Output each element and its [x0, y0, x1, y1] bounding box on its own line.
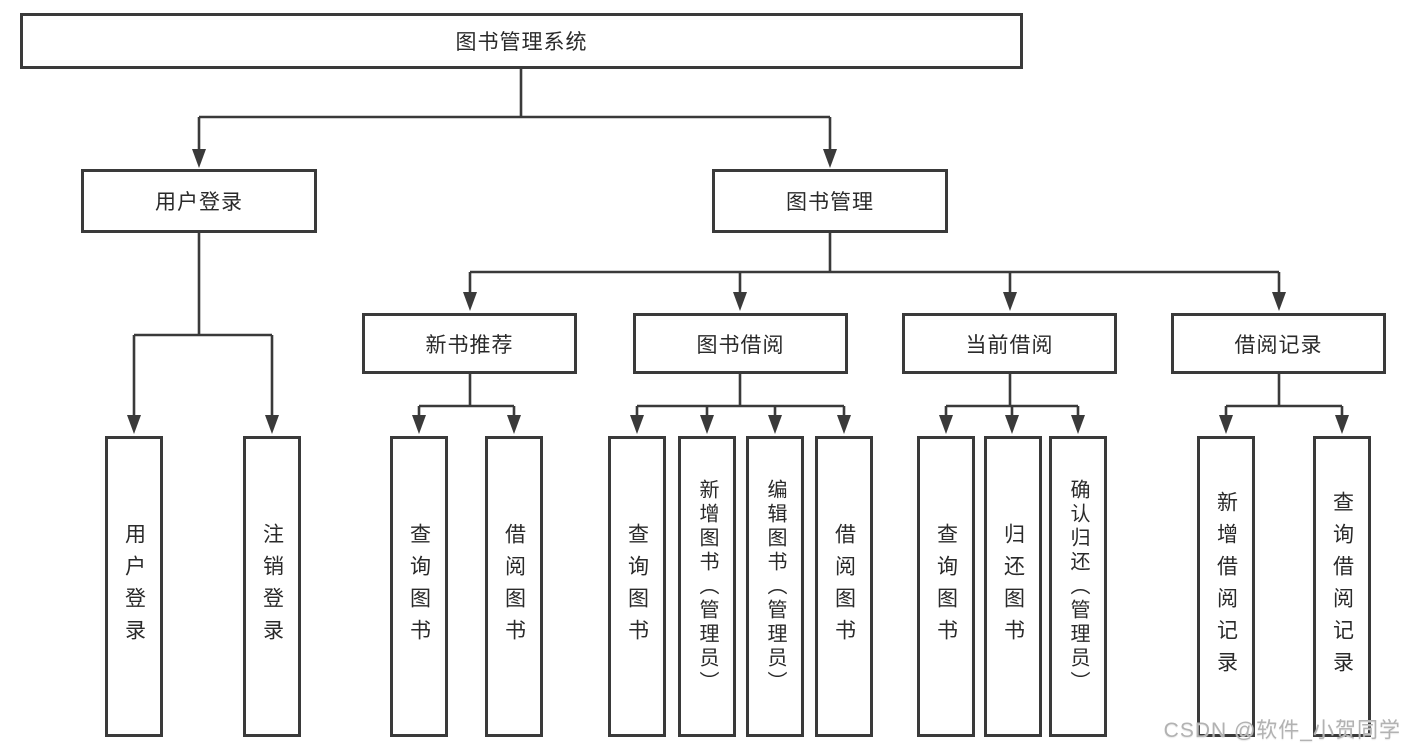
connector-userlogin-to-leaves [127, 233, 279, 434]
node-book-management: 图书管理 [712, 169, 948, 233]
connector-borrowing-to-leaves [630, 374, 851, 434]
node-label: 图书管理系统 [455, 31, 588, 54]
leaf-label: 查询借阅记录 [1330, 490, 1354, 683]
leaf-label: 归还图书 [1001, 522, 1025, 651]
leaf-borrow-books-recommend: 借阅图书 [485, 436, 543, 737]
leaf-edit-books-admin: 编辑图书（管理员） [746, 436, 804, 737]
connector-records-to-leaves [1219, 374, 1349, 434]
leaf-label: 用户登录 [122, 522, 146, 651]
leaf-add-books-admin: 新增图书（管理员） [678, 436, 736, 737]
leaf-confirm-return-admin: 确认归还（管理员） [1049, 436, 1107, 737]
leaf-logout: 注销登录 [243, 436, 301, 737]
leaf-label: 查询图书 [407, 522, 431, 651]
leaf-label: 注销登录 [260, 522, 284, 651]
leaf-query-books-recommend: 查询图书 [390, 436, 448, 737]
node-label: 用户登录 [155, 191, 243, 214]
connector-current-to-leaves [939, 374, 1085, 434]
node-label: 图书借阅 [696, 333, 785, 357]
leaf-label: 确认归还（管理员） [1067, 478, 1089, 695]
leaf-query-books-current: 查询图书 [917, 436, 975, 737]
node-user-login: 用户登录 [81, 169, 317, 233]
node-label: 借阅记录 [1234, 333, 1323, 357]
node-label: 新书推荐 [425, 333, 514, 357]
node-current-borrowing: 当前借阅 [902, 313, 1117, 374]
leaf-label: 编辑图书（管理员） [764, 478, 786, 695]
node-label: 当前借阅 [965, 333, 1054, 357]
node-label: 图书管理 [786, 191, 874, 214]
leaf-add-borrow-record: 新增借阅记录 [1197, 436, 1255, 737]
connector-newbooks-to-leaves [412, 374, 521, 434]
leaf-label: 借阅图书 [832, 522, 856, 651]
connector-bookmgmt-to-level3 [463, 233, 1286, 311]
node-book-borrowing: 图书借阅 [633, 313, 848, 374]
leaf-label: 查询图书 [625, 522, 649, 651]
csdn-watermark: CSDN @软件_小贺同学 [1163, 719, 1401, 742]
leaf-query-books-borrowing: 查询图书 [608, 436, 666, 737]
leaf-label: 借阅图书 [502, 522, 526, 651]
node-library-management-system: 图书管理系统 [20, 13, 1023, 69]
leaf-return-books: 归还图书 [984, 436, 1042, 737]
leaf-query-borrow-record: 查询借阅记录 [1313, 436, 1371, 737]
connector-root-to-level2 [192, 69, 837, 168]
leaf-label: 新增图书（管理员） [696, 478, 718, 695]
leaf-borrow-books-borrowing: 借阅图书 [815, 436, 873, 737]
leaf-label: 查询图书 [934, 522, 958, 651]
leaf-user-login: 用户登录 [105, 436, 163, 737]
leaf-label: 新增借阅记录 [1214, 490, 1238, 683]
node-borrowing-records: 借阅记录 [1171, 313, 1386, 374]
node-new-book-recommend: 新书推荐 [362, 313, 577, 374]
